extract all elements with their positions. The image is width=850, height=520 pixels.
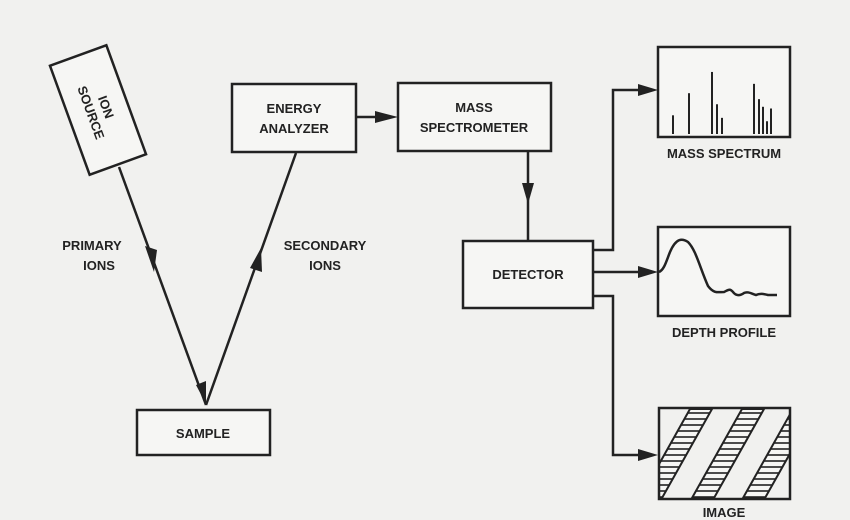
detector-to-image-line xyxy=(593,294,645,457)
image-output: IMAGE xyxy=(657,406,792,520)
energy-analyzer-node: ENERGY ANALYZER xyxy=(230,82,358,154)
energy-analyzer-label-line2: ANALYZER xyxy=(259,121,329,136)
depth-profile-curve xyxy=(658,238,777,297)
ion-source-node: ION SOURCE xyxy=(48,43,148,177)
mass-spectrum-label: MASS SPECTRUM xyxy=(667,146,781,161)
sample-arrowhead-icon xyxy=(196,381,206,404)
secondary-ions-line xyxy=(204,152,298,406)
mass-spectrometer-label-line2: SPECTROMETER xyxy=(420,120,529,135)
primary-arrowhead-icon xyxy=(145,246,157,272)
detector-to-spectrum-line xyxy=(593,88,645,252)
image-stripe xyxy=(660,409,714,498)
spectrum-arrowhead-icon xyxy=(638,84,658,96)
primary-label-line1: PRIMARY xyxy=(62,238,122,253)
detector-node: DETECTOR xyxy=(461,239,595,310)
detector-label: DETECTOR xyxy=(492,267,564,282)
depth-profile-label: DEPTH PROFILE xyxy=(672,325,776,340)
ea-to-ms-arrowhead-icon xyxy=(375,111,398,123)
image-stripe xyxy=(690,409,766,498)
mass-spectrum-output: MASS SPECTRUM xyxy=(656,45,792,161)
energy-analyzer-box xyxy=(230,82,358,154)
image-stripes xyxy=(660,409,789,498)
energy-analyzer-label-line1: ENERGY xyxy=(267,101,322,116)
secondary-label-line2: IONS xyxy=(309,258,341,273)
detector-box xyxy=(461,239,595,310)
sample-label: SAMPLE xyxy=(176,426,231,441)
mass-spectrometer-node: MASS SPECTROMETER xyxy=(396,81,553,153)
sample-node: SAMPLE xyxy=(135,408,272,457)
profile-arrowhead-icon xyxy=(638,266,658,278)
depth-profile-box xyxy=(656,225,792,318)
image-label: IMAGE xyxy=(703,505,746,520)
ion-source-label-line1: ION xyxy=(95,94,117,121)
primary-label-line2: IONS xyxy=(83,258,115,273)
mass-spectrum-peaks xyxy=(672,71,772,134)
secondary-arrowhead-icon xyxy=(250,248,262,272)
mass-spectrometer-label-line1: MASS xyxy=(455,100,493,115)
ms-to-detector-arrowhead-icon xyxy=(522,183,534,204)
image-stripe xyxy=(741,414,789,498)
image-box xyxy=(657,406,792,501)
mass-spectrometer-box xyxy=(396,81,553,153)
secondary-label-line1: SECONDARY xyxy=(284,238,367,253)
primary-ions-line xyxy=(117,166,208,406)
sample-box xyxy=(135,408,272,457)
ion-source-box xyxy=(48,43,148,177)
depth-profile-output: DEPTH PROFILE xyxy=(656,225,792,340)
image-arrowhead-icon xyxy=(638,449,658,461)
